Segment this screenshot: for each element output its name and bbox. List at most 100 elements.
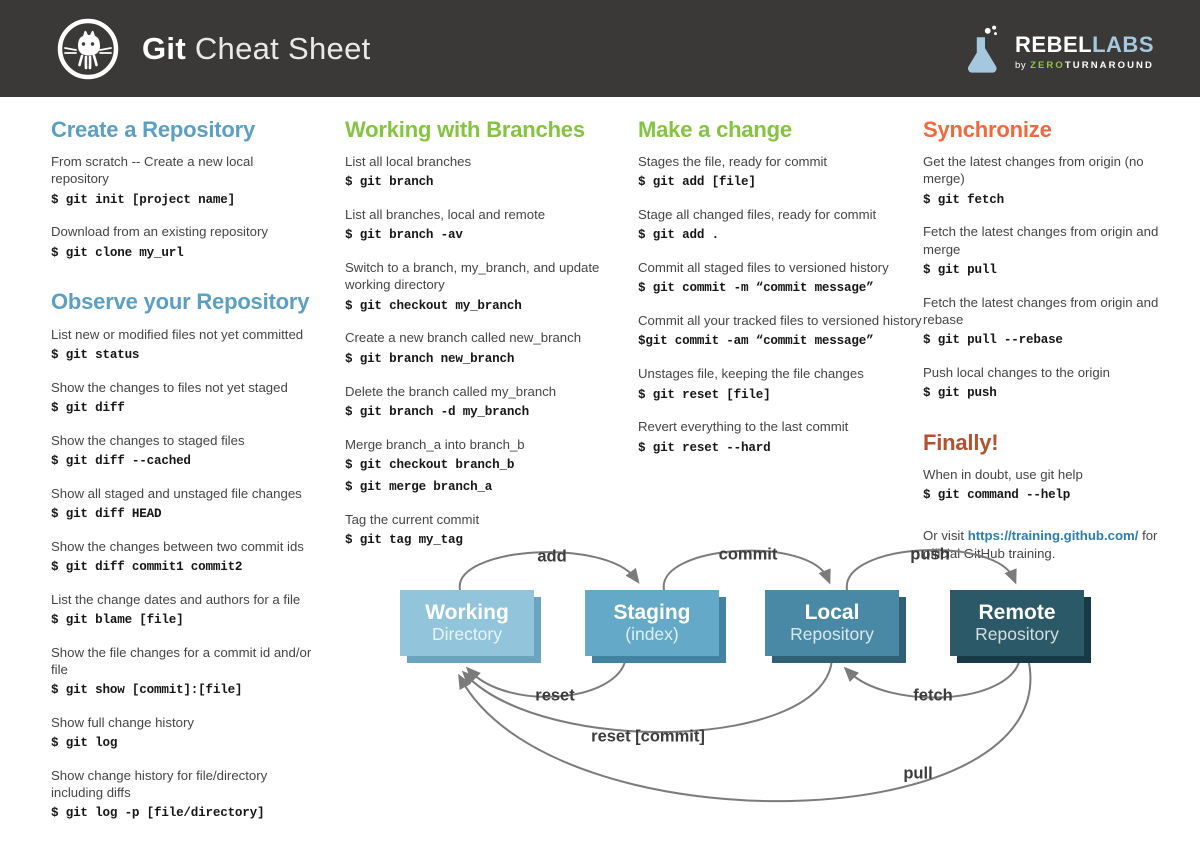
cheat-item: Unstages file, keeping the file changes … bbox=[638, 365, 923, 404]
command-description: Delete the branch called my_branch bbox=[345, 383, 557, 399]
column-create-observe: Create a Repository From scratch -- Crea… bbox=[51, 117, 313, 837]
arrow-push bbox=[845, 549, 1017, 591]
command-description: List all local branches bbox=[345, 154, 472, 170]
command-description: Commit all staged files to versioned his… bbox=[638, 260, 889, 276]
section-title: Create a Repository bbox=[51, 117, 256, 142]
command-description: From scratch -- Create a new local repos… bbox=[51, 154, 254, 187]
box-local-repository: Local Repository bbox=[765, 590, 899, 656]
cheat-item: Show full change history $ git log bbox=[51, 714, 313, 753]
command-description: Tag the current commit bbox=[345, 511, 480, 527]
command-description: List new or modified files not yet commi… bbox=[51, 326, 304, 342]
section-title: Observe your Repository bbox=[51, 289, 310, 315]
command-description: Switch to a branch, my_branch, and updat… bbox=[345, 260, 600, 293]
command-description: Show all staged and unstaged file change… bbox=[51, 485, 302, 501]
command-description: When in doubt, use git help bbox=[923, 467, 1083, 483]
command-text: $ git checkout my_branch bbox=[345, 298, 522, 313]
cheat-item: Commit all your tracked files to version… bbox=[638, 312, 923, 351]
arrow-label-reset-commit: reset [commit] bbox=[591, 727, 705, 746]
command-description: Push local changes to the origin bbox=[923, 364, 1110, 380]
section-working-with-branches: Working with Branches List all local bra… bbox=[345, 117, 623, 550]
command-text: $git commit -am “commit message” bbox=[638, 334, 874, 349]
section-title: Working with Branches bbox=[345, 117, 585, 142]
box-remote-repository: Remote Repository bbox=[950, 590, 1084, 656]
cheat-item: Merge branch_a into branch_b $ git check… bbox=[345, 436, 623, 497]
command-text: $ git diff --cached bbox=[51, 453, 191, 468]
cheat-item: From scratch -- Create a new local repos… bbox=[51, 153, 313, 209]
section-observe-repository: Observe your Repository List new or modi… bbox=[51, 290, 313, 823]
cheat-item: Show all staged and unstaged file change… bbox=[51, 485, 313, 524]
github-training-link[interactable]: https://training.github.com/ bbox=[967, 528, 1139, 544]
cheat-item: Show the changes between two commit ids … bbox=[51, 538, 313, 577]
command-text: $ git add . bbox=[638, 228, 719, 243]
arrow-pull bbox=[458, 657, 1032, 803]
command-text: $ git push bbox=[923, 385, 997, 400]
section-title: Finally! bbox=[923, 429, 999, 455]
cheat-item: Stage all changed files, ready for commi… bbox=[638, 206, 923, 245]
command-description: Merge branch_a into branch_b bbox=[345, 436, 525, 452]
arrow-label-reset: reset bbox=[535, 686, 575, 705]
column-make-a-change: Make a change Stages the file, ready for… bbox=[638, 117, 923, 471]
command-description: List all branches, local and remote bbox=[345, 207, 546, 223]
cheat-item: Push local changes to the origin $ git p… bbox=[923, 364, 1175, 403]
command-description: Commit all your tracked files to version… bbox=[638, 313, 922, 329]
command-description: Get the latest changes from origin (no m… bbox=[923, 154, 1144, 187]
box-working-directory: Working Directory bbox=[400, 590, 534, 656]
cheat-item: Get the latest changes from origin (no m… bbox=[923, 153, 1175, 209]
cheat-item: List all branches, local and remote $ gi… bbox=[345, 206, 623, 245]
command-text: $ git diff HEAD bbox=[51, 506, 162, 521]
arrow-label-pull: pull bbox=[903, 764, 933, 783]
rebellabs-flask-icon bbox=[968, 25, 998, 73]
command-description: Show change history for file/directory i… bbox=[51, 768, 268, 801]
github-octocat-icon bbox=[56, 17, 120, 81]
arrow-label-push: push bbox=[910, 545, 950, 564]
box-title: Working bbox=[425, 601, 509, 625]
cheat-item: Download from an existing repository $ g… bbox=[51, 223, 313, 262]
command-text: $ git checkout branch_b bbox=[345, 457, 515, 472]
box-staging: Staging (index) bbox=[585, 590, 719, 656]
command-text: $ git commit -m “commit message” bbox=[638, 281, 874, 296]
box-subtitle: (index) bbox=[625, 624, 679, 645]
arrow-reset bbox=[465, 657, 627, 698]
arrow-label-add: add bbox=[537, 547, 567, 566]
cheat-item: Show change history for file/directory i… bbox=[51, 767, 313, 823]
box-title: Staging bbox=[613, 601, 691, 625]
command-text: $ git diff commit1 commit2 bbox=[51, 559, 243, 574]
cheat-item: Fetch the latest changes from origin and… bbox=[923, 223, 1175, 279]
command-text: $ git init [project name] bbox=[51, 192, 235, 207]
command-text: $ git branch -d my_branch bbox=[345, 404, 529, 419]
command-description: Create a new branch called new_branch bbox=[345, 330, 582, 346]
cheat-item: When in doubt, use git help $ git comman… bbox=[923, 466, 1175, 505]
command-description: Stages the file, ready for commit bbox=[638, 154, 828, 170]
arrow-commit bbox=[662, 549, 831, 591]
command-text: $ git reset --hard bbox=[638, 440, 771, 455]
command-text: $ git branch -av bbox=[345, 228, 463, 243]
link-prefix-text: Or visit bbox=[923, 528, 968, 544]
command-description: Fetch the latest changes from origin and… bbox=[923, 294, 1159, 327]
cheat-item: Show the changes to files not yet staged… bbox=[51, 379, 313, 418]
command-text: $ git pull --rebase bbox=[923, 332, 1063, 347]
git-workflow-diagram: add commit push reset fetch reset [commi… bbox=[380, 535, 1170, 848]
command-text: $ git status bbox=[51, 347, 140, 362]
command-description: Stage all changed files, ready for commi… bbox=[638, 207, 877, 223]
cheat-item: Switch to a branch, my_branch, and updat… bbox=[345, 259, 623, 315]
command-description: Show full change history bbox=[51, 715, 194, 731]
arrow-label-commit: commit bbox=[718, 545, 778, 564]
cheat-item: Create a new branch called new_branch $ … bbox=[345, 329, 623, 368]
command-text: $ git command --help bbox=[923, 488, 1071, 503]
cheat-item: Show the file changes for a commit id an… bbox=[51, 644, 313, 700]
command-text: $ git diff bbox=[51, 400, 125, 415]
command-description: Show the changes to files not yet staged bbox=[51, 379, 288, 395]
section-create-repository: Create a Repository From scratch -- Crea… bbox=[51, 117, 313, 262]
page-title: Git Cheat Sheet bbox=[142, 30, 371, 66]
box-title: Local bbox=[804, 601, 860, 625]
box-subtitle: Repository bbox=[975, 624, 1059, 645]
section-synchronize: Synchronize Get the latest changes from … bbox=[923, 117, 1175, 403]
arrow-reset-commit bbox=[461, 657, 833, 734]
command-text: $ git reset [file] bbox=[638, 387, 771, 402]
command-text: $ git pull bbox=[923, 262, 997, 277]
command-description: Show the changes between two commit ids bbox=[51, 538, 304, 554]
cheat-item: Stages the file, ready for commit $ git … bbox=[638, 153, 923, 192]
box-subtitle: Repository bbox=[790, 624, 874, 645]
